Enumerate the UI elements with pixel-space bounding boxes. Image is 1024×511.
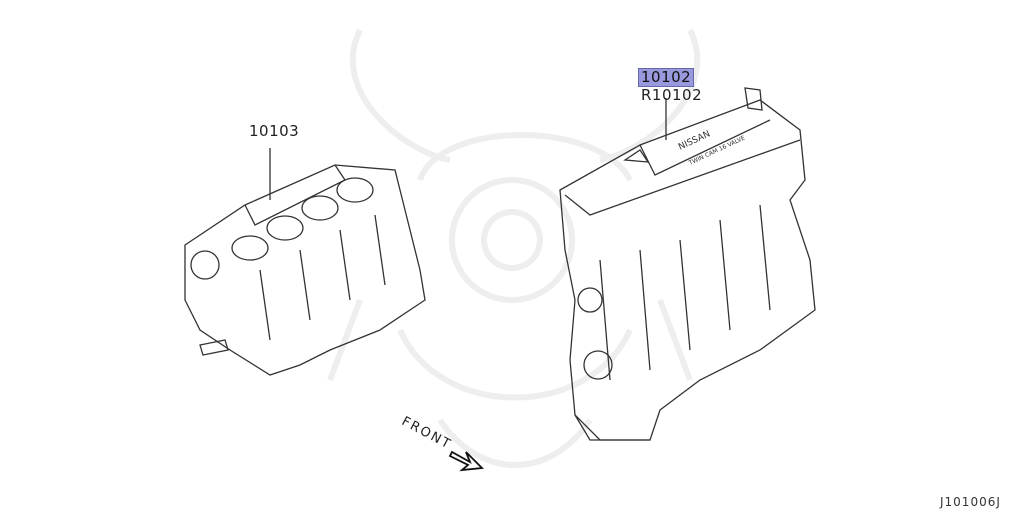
valve-cover-brand: NISSAN: [677, 129, 712, 152]
diagram-reference-code: J101006J: [940, 495, 1001, 509]
callout-10102[interactable]: 10102: [638, 68, 695, 87]
short-block-drawing: [184, 148, 426, 376]
callout-10103[interactable]: 10103: [249, 122, 300, 140]
front-arrow-icon: [448, 450, 484, 472]
callout-r10102[interactable]: R10102: [641, 86, 703, 104]
engine-drawing: NISSAN TWIN CAM 16 VALVE: [559, 87, 816, 441]
